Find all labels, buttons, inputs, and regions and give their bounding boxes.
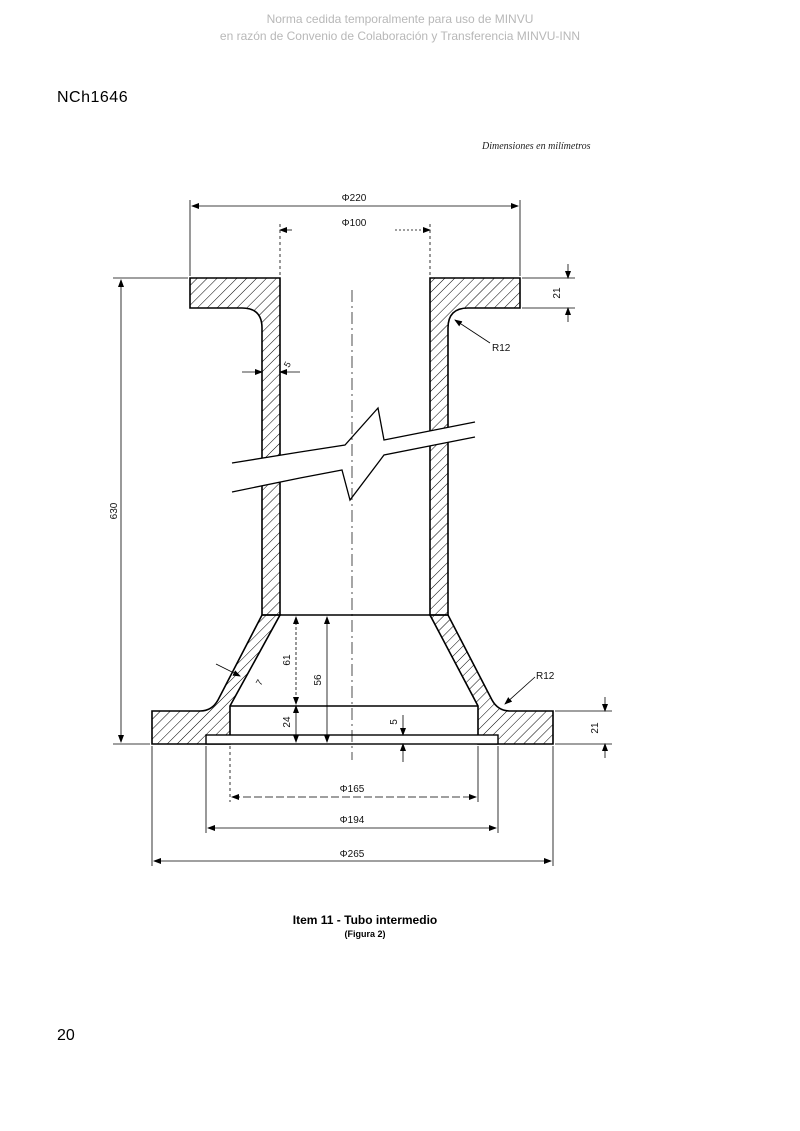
cone-section-left bbox=[151, 614, 282, 745]
dim-label-wall: 5 bbox=[282, 360, 293, 369]
dim-top-radius bbox=[454, 319, 491, 344]
dim-label-5: 5 bbox=[389, 719, 400, 725]
dim-bottom-radius bbox=[504, 676, 536, 705]
dim-label-phi220: Φ220 bbox=[342, 193, 367, 204]
dim-total-height bbox=[113, 277, 188, 745]
dim-label-phi165: Φ165 bbox=[340, 784, 365, 795]
tube-section-right bbox=[429, 277, 521, 616]
standard-code: NCh1646 bbox=[57, 89, 129, 106]
page-number: 20 bbox=[57, 1027, 75, 1044]
dim-seat-outer-diameter bbox=[205, 746, 499, 833]
cone-section-right bbox=[428, 614, 554, 745]
dim-bore-diameter bbox=[279, 224, 431, 276]
dim-label-r12-top: R12 bbox=[492, 343, 511, 354]
dim-label-r12-bottom: R12 bbox=[536, 671, 555, 682]
figure-caption-subtitle: (Figura 2) bbox=[344, 929, 386, 939]
dim-label-630: 630 bbox=[109, 502, 120, 519]
dim-label-24: 24 bbox=[282, 716, 293, 728]
dim-label-61: 61 bbox=[282, 654, 293, 666]
units-note: Dimensiones en milímetros bbox=[482, 141, 591, 152]
tube-section-left bbox=[189, 277, 281, 616]
dim-top-flange-diameter bbox=[189, 200, 521, 276]
figure-caption-title: Item 11 - Tubo intermedio bbox=[292, 913, 438, 927]
watermark-line-1: Norma cedida temporalmente para uso de M… bbox=[266, 12, 534, 26]
dim-label-bottom-thickness: 21 bbox=[590, 722, 601, 734]
dim-label-top-thickness: 21 bbox=[552, 287, 563, 299]
dim-label-phi100: Φ100 bbox=[342, 218, 367, 229]
dim-seat-inner-diameter bbox=[229, 746, 479, 802]
dim-label-56: 56 bbox=[313, 674, 324, 686]
break-line bbox=[231, 406, 476, 502]
dim-bottom-flange-diameter bbox=[151, 746, 554, 866]
dim-label-phi265: Φ265 bbox=[340, 849, 365, 860]
dim-bottom-flange-thickness bbox=[555, 697, 612, 758]
dim-label-7: 7 bbox=[254, 678, 265, 687]
watermark-line-2: en razón de Convenio de Colaboración y T… bbox=[219, 29, 581, 43]
dim-cone-wall bbox=[215, 663, 241, 677]
dim-top-flange-thickness bbox=[522, 264, 575, 322]
dim-label-phi194: Φ194 bbox=[340, 815, 365, 826]
